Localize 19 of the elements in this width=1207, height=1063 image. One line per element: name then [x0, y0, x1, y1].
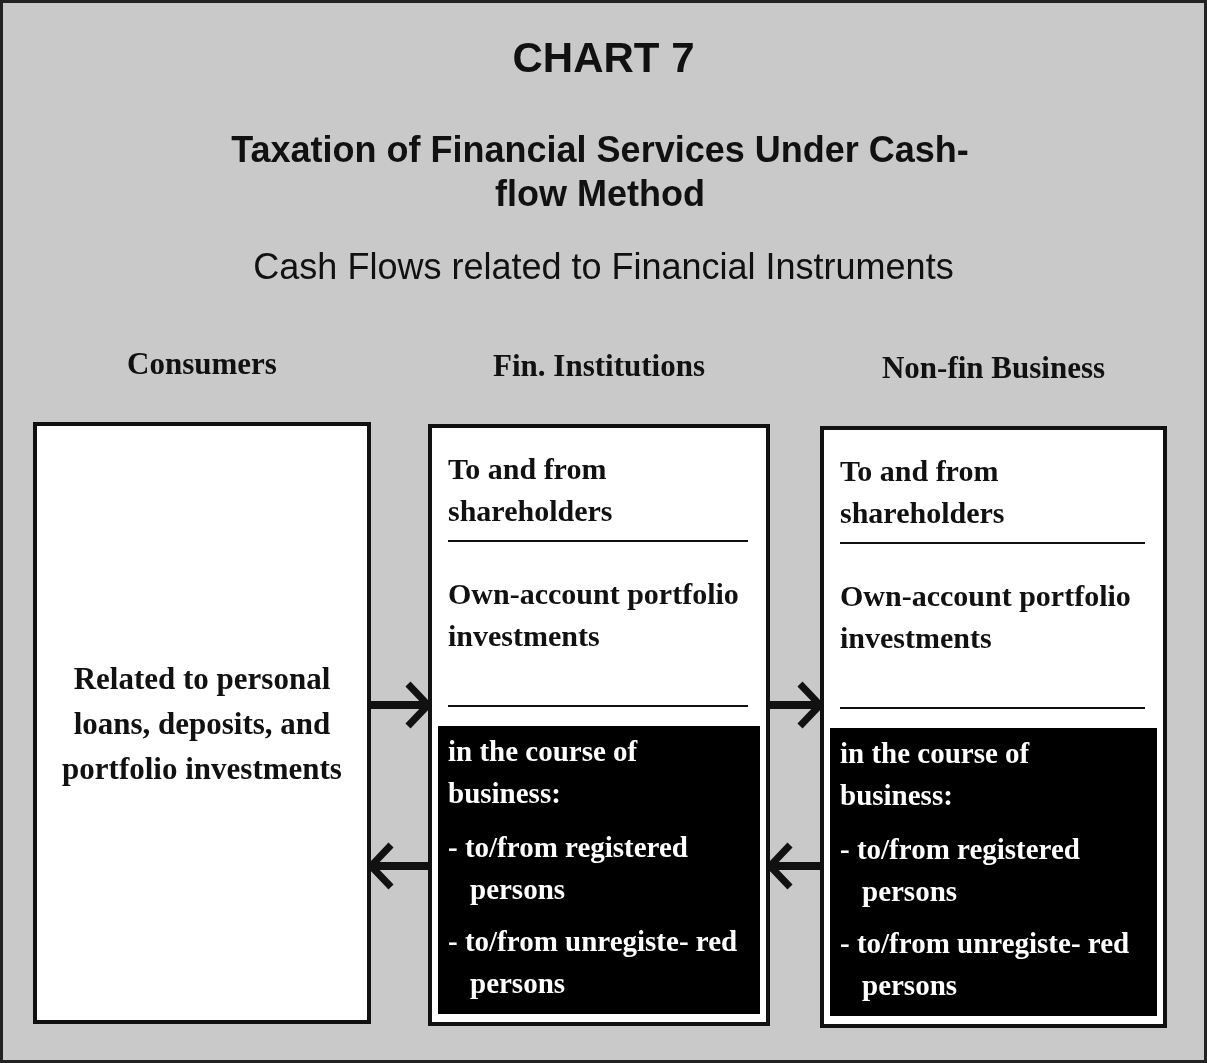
list-item: - to/from registered persons [840, 832, 1081, 909]
chart-title: CHART 7 [511, 34, 696, 82]
box-text: Related to personal loans, deposits, and portfolio investments [61, 659, 343, 788]
chart-heading: Taxation of Financial Services Under Cash-flow Method [230, 128, 970, 216]
panel-heading: in the course of business: [448, 734, 639, 811]
list-item: - to/from registered persons [448, 830, 689, 907]
section-text: Own-account portfolio investments [448, 576, 740, 654]
list-item: - to/from unregiste- red persons [840, 926, 1131, 1003]
column-heading: Consumers [126, 346, 278, 382]
chart-subtitle: Cash Flows related to Financial Instruments [252, 246, 955, 288]
panel-heading: in the course of business: [840, 736, 1031, 813]
list-item: - to/from unregiste- red persons [448, 924, 739, 1001]
section-text: To and from shareholders [840, 453, 1006, 531]
section-text: Own-account portfolio investments [840, 578, 1132, 656]
business-panel [438, 726, 760, 1014]
column-heading: Non-fin Business [880, 350, 1107, 386]
column-heading: Fin. Institutions [492, 348, 706, 384]
business-panel [830, 728, 1157, 1016]
section-text: To and from shareholders [448, 451, 614, 529]
